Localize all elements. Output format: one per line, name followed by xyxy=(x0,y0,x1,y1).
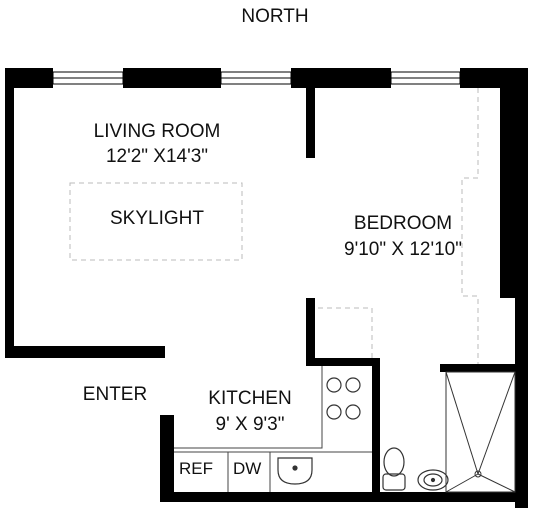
bedroom-name: BEDROOM xyxy=(353,213,453,234)
kitchen-sink-icon xyxy=(277,457,313,485)
kitchen-west-wall xyxy=(160,415,174,500)
burner-icon xyxy=(345,404,361,420)
east-wall-column xyxy=(500,88,528,180)
shower-icon xyxy=(445,371,516,493)
refrigerator-label: REF xyxy=(179,459,213,478)
partition-upper xyxy=(306,88,315,158)
closet-outline xyxy=(461,88,479,364)
closet-outline xyxy=(318,307,373,358)
living-room-dimensions: 12'2" X14'3" xyxy=(105,146,209,167)
enter-label: ENTER xyxy=(82,384,148,405)
shower-north-wall xyxy=(440,364,523,372)
bathroom-sink-icon xyxy=(417,469,449,491)
north-wall-segment xyxy=(5,68,53,88)
exterior-walls xyxy=(5,68,528,508)
north-wall-segment xyxy=(123,68,221,88)
kitchen-counter xyxy=(174,366,372,492)
south-wall-living xyxy=(5,346,165,358)
kitchen-dimensions: 9' X 9'3" xyxy=(215,414,285,435)
dashed-lines xyxy=(69,88,479,364)
windows xyxy=(52,71,461,85)
burner-icon xyxy=(326,377,342,393)
interior-walls xyxy=(306,88,523,372)
kitchen-north-wall xyxy=(306,358,380,366)
burner-icon xyxy=(326,404,342,420)
bedroom-dimensions: 9'10" X 12'10" xyxy=(344,239,462,260)
partition-lower xyxy=(306,298,315,364)
north-wall-segment xyxy=(291,68,391,88)
counter-edge xyxy=(174,366,323,449)
skylight-label: SKYLIGHT xyxy=(110,208,204,229)
living-room-name: LIVING ROOM xyxy=(93,121,221,142)
north-label: NORTH xyxy=(241,6,309,27)
south-wall xyxy=(160,492,528,502)
skylight-outline xyxy=(69,182,243,261)
east-wall-thick xyxy=(500,180,528,298)
bath-west-wall xyxy=(372,362,380,500)
west-wall xyxy=(5,68,14,358)
dishwasher-label: DW xyxy=(233,459,262,478)
kitchen-name: KITCHEN xyxy=(208,388,292,409)
north-wall-segment xyxy=(460,68,528,88)
toilet-icon xyxy=(382,447,406,491)
burner-icon xyxy=(345,377,361,393)
stove xyxy=(326,377,361,420)
